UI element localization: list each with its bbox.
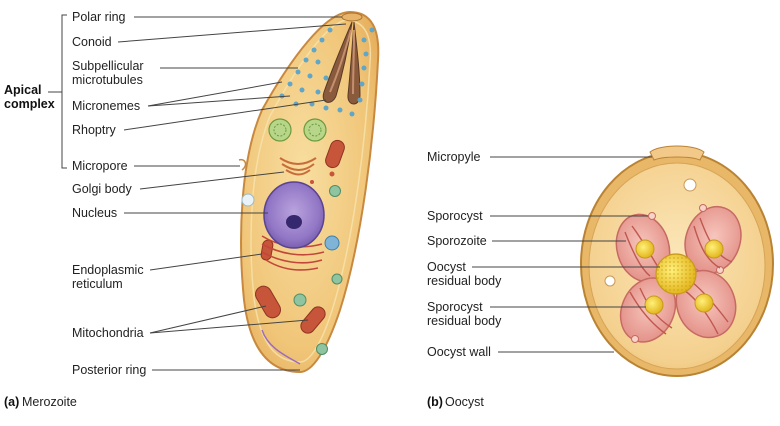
apical-complex-bracket: [48, 14, 67, 169]
label-mitochondria: Mitochondria: [72, 326, 144, 340]
label-subpellicular-line2: microtubules: [72, 73, 143, 87]
micropyle-shape: [649, 145, 705, 161]
label-sporozoite: Sporozoite: [427, 234, 487, 248]
caption-b-text: Oocyst: [445, 395, 484, 409]
label-sporocyst-residual-line2: residual body: [427, 314, 502, 328]
mitochondrion-shapes: [255, 139, 345, 334]
label-sporocyst-residual-line1: Sporocyst: [427, 300, 483, 314]
merozoite-illustration: [238, 10, 380, 374]
label-micropyle: Micropyle: [427, 150, 481, 164]
apical-complex-label-line2: complex: [4, 97, 55, 111]
oocyst-labels: Micropyle Sporocyst Sporozoite Oocyst re…: [427, 150, 660, 409]
rhoptry-shape: [322, 21, 353, 103]
sporocyst-residual-bodies: [635, 239, 724, 315]
label-oocyst-residual-line2: residual body: [427, 274, 502, 288]
label-posterior-ring: Posterior ring: [72, 363, 146, 377]
label-micropore: Micropore: [72, 159, 128, 173]
apical-complex-label-line1: Apical: [4, 83, 42, 97]
golgi-body-shape: [279, 157, 317, 176]
label-golgi-body: Golgi body: [72, 182, 133, 196]
label-sporocyst: Sporocyst: [427, 209, 483, 223]
caption-b-letter: (b): [427, 395, 443, 409]
merozoite-labels: Apical complex Polar ring Conoid Subpell…: [4, 10, 347, 409]
label-rhoptry: Rhoptry: [72, 123, 117, 137]
label-micronemes: Micronemes: [72, 99, 140, 113]
posterior-fibre: [261, 329, 301, 365]
label-oocyst-residual-line1: Oocyst: [427, 260, 466, 274]
label-er-line1: Endoplasmic: [72, 263, 144, 277]
label-subpellicular-line1: Subpellicular: [72, 59, 144, 73]
dense-granules: [268, 118, 327, 142]
label-polar-ring: Polar ring: [72, 10, 126, 24]
caption-a-letter: (a): [4, 395, 19, 409]
vesicles: [241, 171, 343, 355]
micronemes-dots: [279, 27, 375, 117]
oocyst-illustration: [580, 145, 774, 377]
label-er-line2: reticulum: [72, 277, 123, 291]
label-oocyst-wall: Oocyst wall: [427, 345, 491, 359]
label-nucleus: Nucleus: [72, 206, 117, 220]
polar-ring-shape: [341, 12, 363, 22]
label-conoid: Conoid: [72, 35, 112, 49]
micropore-notch: [238, 158, 247, 171]
caption-a-text: Merozoite: [22, 395, 77, 409]
